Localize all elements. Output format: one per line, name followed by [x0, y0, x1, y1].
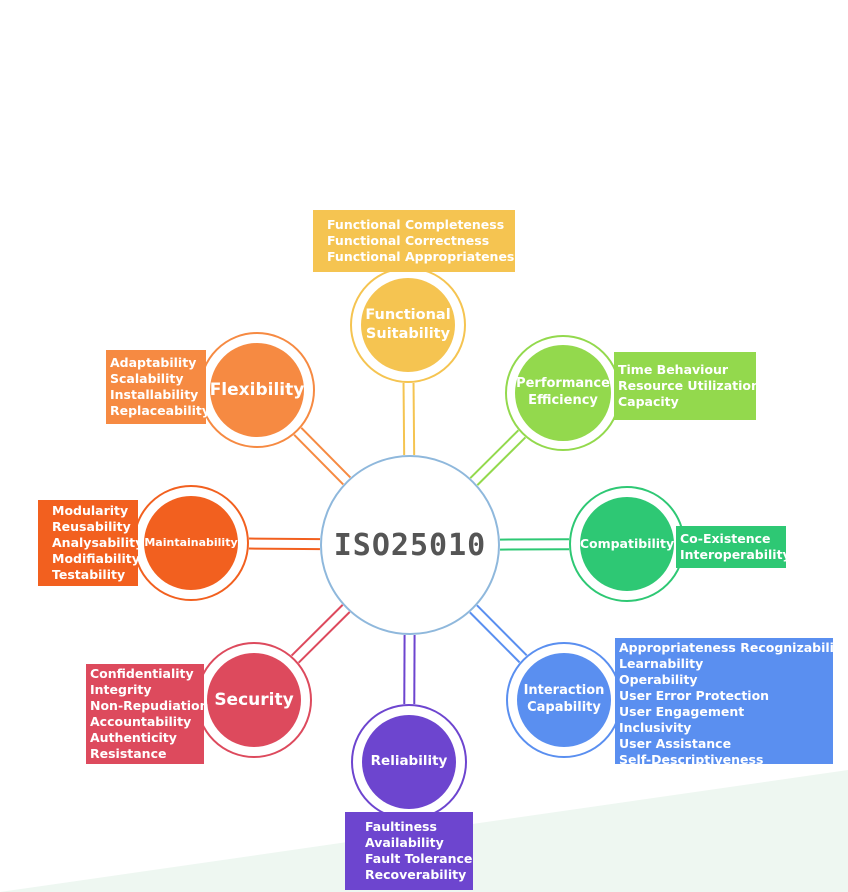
- flexibility-item: Scalability: [110, 371, 184, 386]
- reliability-item: Recoverability: [365, 867, 467, 882]
- center-node: ISO25010: [320, 455, 500, 635]
- maintainability-label: Maintainability: [144, 535, 238, 549]
- security-item: Resistance: [90, 746, 167, 761]
- interaction-capability-item: Inclusivity: [619, 720, 692, 735]
- security-label: Security: [214, 689, 294, 710]
- reliability-label: Reliability: [370, 753, 448, 770]
- functional-suitability-item: Functional Correctness: [327, 233, 490, 248]
- security-connector-1: [297, 611, 351, 664]
- flexibility-connector-2: [300, 427, 352, 479]
- flexibility-item: Adaptability: [110, 355, 197, 370]
- maintainability-item: Modifiability: [52, 551, 140, 566]
- functional-suitability-label: Functional Suitability: [365, 307, 451, 342]
- interaction-capability-label: Interaction Capability: [523, 683, 605, 715]
- compatibility-node: Compatibility: [580, 497, 674, 591]
- reliability-item: Faultiness: [365, 819, 437, 834]
- maintainability-connector-2: [249, 537, 321, 541]
- performance-efficiency-item: Resource Utilization: [618, 378, 760, 393]
- flexibility-item: Installability: [110, 387, 199, 402]
- security-item: Non-Repudiation: [90, 698, 209, 713]
- functional-suitability-item: Functional Completeness: [327, 217, 505, 232]
- maintainability-item: Testability: [52, 567, 126, 582]
- interaction-capability-item: User Assistance: [619, 736, 732, 751]
- maintainability-item: Reusability: [52, 519, 131, 534]
- performance-efficiency-connector-1: [469, 429, 520, 479]
- flexibility-label: Flexibility: [209, 379, 305, 400]
- security-node: Security: [207, 653, 301, 747]
- compatibility-label: Compatibility: [579, 535, 675, 551]
- functional-suitability-connector-1: [402, 383, 406, 456]
- functional-suitability-item: Functional Appropriateness: [327, 249, 522, 264]
- interaction-capability-connector-1: [476, 604, 528, 657]
- security-item: Authenticity: [90, 730, 177, 745]
- interaction-capability-item: Learnability: [619, 656, 704, 671]
- interaction-capability-node: Interaction Capability: [517, 653, 611, 747]
- compatibility-item: Co-Existence: [680, 531, 771, 546]
- reliability-item: Availability: [365, 835, 444, 850]
- performance-efficiency-label: Performance Efficiency: [516, 376, 610, 408]
- maintainability-item: Modularity: [52, 503, 129, 518]
- maintainability-connector-1: [248, 547, 320, 551]
- reliability-item: Fault Tolerance: [365, 851, 473, 866]
- maintainability-item: Analysability: [52, 535, 144, 550]
- interaction-capability-connector-2: [469, 611, 521, 664]
- security-connector-2: [290, 604, 344, 657]
- interaction-capability-item: Operability: [619, 672, 698, 687]
- functional-suitability-connector-2: [412, 382, 416, 455]
- flexibility-node: Flexibility: [210, 343, 304, 437]
- security-item: Accountability: [90, 714, 192, 729]
- maintainability-node: Maintainability: [144, 496, 238, 590]
- interaction-capability-item: User Error Protection: [619, 688, 770, 703]
- performance-efficiency-item: Capacity: [618, 394, 679, 409]
- performance-efficiency-node: Performance Efficiency: [515, 345, 611, 441]
- performance-efficiency-connector-2: [476, 436, 527, 486]
- performance-efficiency-item: Time Behaviour: [618, 362, 729, 377]
- compatibility-item: Interoperability: [680, 547, 791, 562]
- interaction-capability-item: Self-Descriptiveness: [619, 752, 764, 767]
- reliability-node: Reliability: [362, 715, 456, 809]
- functional-suitability-node: Functional Suitability: [361, 278, 455, 372]
- interaction-capability-item: Appropriateness Recognizability: [619, 640, 848, 655]
- interaction-capability-item: User Engagement: [619, 704, 745, 719]
- flexibility-item: Replaceability: [110, 403, 211, 418]
- security-item: Confidentiality: [90, 666, 194, 681]
- security-item: Integrity: [90, 682, 152, 697]
- flexibility-connector-1: [293, 434, 344, 486]
- center-title: ISO25010: [333, 527, 487, 563]
